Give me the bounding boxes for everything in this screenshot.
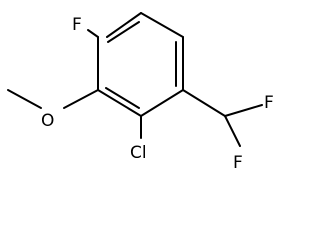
ring-bond-top-right bbox=[140, 12, 184, 38]
bond-ring-to-chf2-carbon bbox=[182, 89, 226, 117]
atom-label-fluorine-top: F bbox=[264, 93, 274, 113]
ring-bond-bottom-left bbox=[97, 89, 142, 117]
ring-bond-top bbox=[106, 12, 142, 38]
bond-ring-to-fluorine bbox=[87, 29, 99, 38]
atom-label-fluorine-ring: F bbox=[72, 15, 82, 35]
bond-ring-to-oxygen bbox=[63, 89, 99, 109]
bond-carbon-to-fluorine-bottom bbox=[224, 115, 241, 147]
bond-carbon-to-fluorine-top bbox=[224, 104, 263, 117]
bond-oxygen-to-methyl bbox=[7, 89, 42, 109]
atom-label-oxygen: O bbox=[41, 111, 54, 131]
ring-bond-bottom-right bbox=[140, 89, 184, 117]
atom-label-fluorine-bottom: F bbox=[233, 153, 243, 173]
ring-double-bond-top bbox=[107, 21, 140, 43]
chemical-structure-diagram: F O Cl F F bbox=[7, 12, 274, 173]
atom-label-chlorine: Cl bbox=[130, 143, 147, 163]
ring-double-bond-bottom-left bbox=[105, 87, 140, 109]
